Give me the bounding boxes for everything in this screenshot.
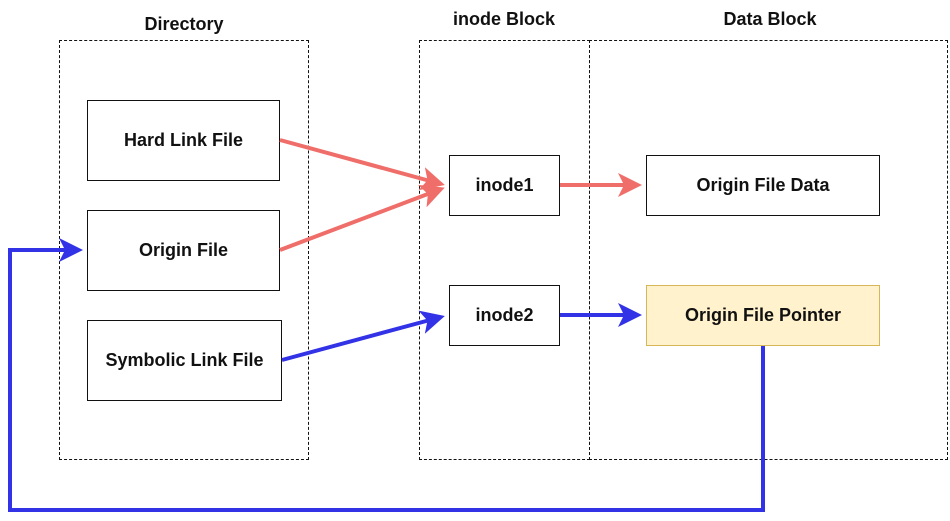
origin-file-pointer-node: Origin File Pointer — [646, 285, 880, 346]
inode1-node: inode1 — [449, 155, 560, 216]
data-block-title: Data Block — [723, 9, 817, 29]
directory-title: Directory — [144, 14, 224, 34]
origin-file-data-node: Origin File Data — [646, 155, 880, 216]
data-block-group — [589, 40, 948, 460]
inode-block-title: inode Block — [452, 9, 555, 29]
symbolic-link-file-node: Symbolic Link File — [87, 320, 282, 401]
inode2-node: inode2 — [449, 285, 560, 346]
pointer-to-origin-file-arrow — [8, 238, 765, 512]
origin-file-to-inode1-arrow — [279, 184, 445, 252]
hard-link-to-inode1-arrow — [279, 138, 445, 191]
symlink-to-inode2-arrow — [281, 310, 445, 362]
origin-file-node: Origin File — [87, 210, 280, 291]
hard-link-file-node: Hard Link File — [87, 100, 280, 181]
